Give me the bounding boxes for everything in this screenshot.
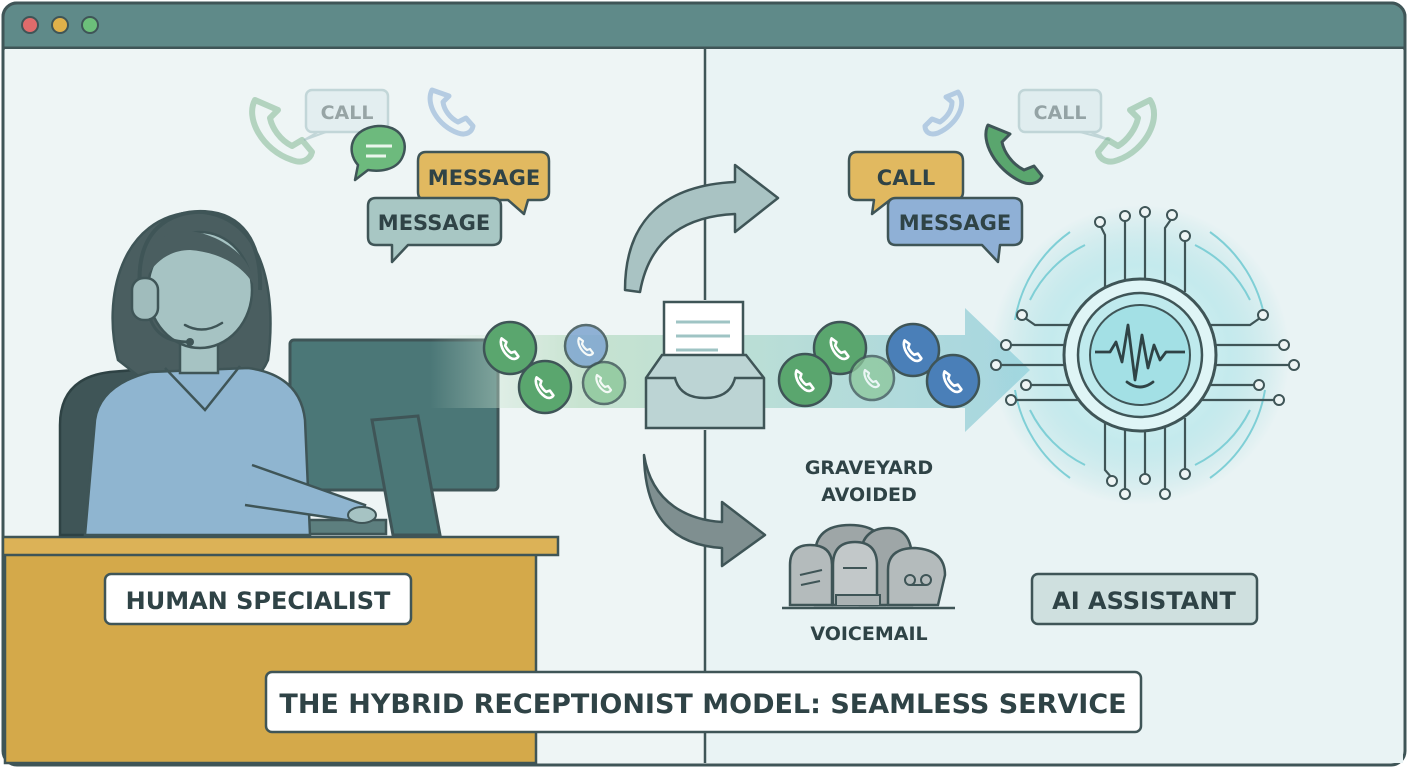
message-label-teal: MESSAGE (378, 211, 490, 235)
call-label-yellow: CALL (877, 166, 935, 190)
faded-call-bubble: CALL (303, 88, 390, 141)
left-call-cluster (482, 320, 627, 415)
message-bubble-blue: MESSAGE (886, 196, 1024, 264)
green-phone-icon (984, 123, 1044, 186)
call-icon-green-2 (517, 359, 573, 415)
faded-phone-icon (249, 97, 315, 165)
right-call-cluster (777, 320, 981, 409)
call-icon-blue-1 (563, 323, 609, 369)
faded-phone-icon-3 (1095, 97, 1157, 165)
message-label-blue: MESSAGE (899, 211, 1011, 235)
voicemail-label: VOICEMAIL (810, 623, 927, 645)
ai-assistant-label: AI ASSISTANT (1030, 572, 1259, 626)
graveyard-label-line1: GRAVEYARD (805, 457, 933, 479)
graveyard-label-line2: AVOIDED (821, 484, 917, 506)
human-specialist-text: HUMAN SPECIALIST (126, 587, 391, 615)
call-icon-green-4 (812, 320, 868, 376)
left-bubbles: CALL MESSAGE MESSAGE (249, 87, 551, 264)
call-icon-green-6 (848, 354, 896, 402)
call-icon-blue-3 (925, 353, 981, 409)
minimize-dot-icon[interactable] (51, 16, 69, 34)
tombstones-icon (782, 523, 955, 610)
down-arrow-icon (642, 453, 767, 568)
call-icon-green-5 (777, 352, 833, 408)
call-icon-green-3 (581, 360, 627, 406)
chat-bubble-icon (350, 124, 406, 182)
ai-assistant-text: AI ASSISTANT (1052, 587, 1236, 615)
call-icon-green-1 (482, 320, 538, 376)
message-label-yellow: MESSAGE (428, 166, 540, 190)
maximize-dot-icon[interactable] (81, 16, 99, 34)
message-bubble-teal: MESSAGE (366, 196, 503, 264)
call-icon-blue-2 (885, 322, 941, 378)
person-icon (83, 209, 377, 537)
faded-call-bubble-right: CALL (1017, 88, 1111, 141)
close-dot-icon[interactable] (21, 16, 39, 34)
title-bar (1, 1, 1407, 50)
faded-phone-right-icon (427, 87, 476, 137)
window-controls (21, 16, 99, 34)
human-specialist-label: HUMAN SPECIALIST (103, 572, 413, 626)
faded-call-label-right: CALL (1034, 102, 1087, 124)
faded-phone-icon-2 (922, 89, 965, 137)
inbox-icon (644, 300, 766, 430)
title-text: THE HYBRID RECEPTIONIST MODEL: SEAMLESS … (279, 689, 1126, 720)
diagram-title: THE HYBRID RECEPTIONIST MODEL: SEAMLESS … (264, 670, 1143, 734)
right-bubbles: CALL CALL MESSAGE (847, 88, 1157, 264)
faded-call-label: CALL (321, 102, 374, 124)
up-arrow-icon (623, 163, 780, 294)
ai-chip-icon (990, 205, 1300, 505)
